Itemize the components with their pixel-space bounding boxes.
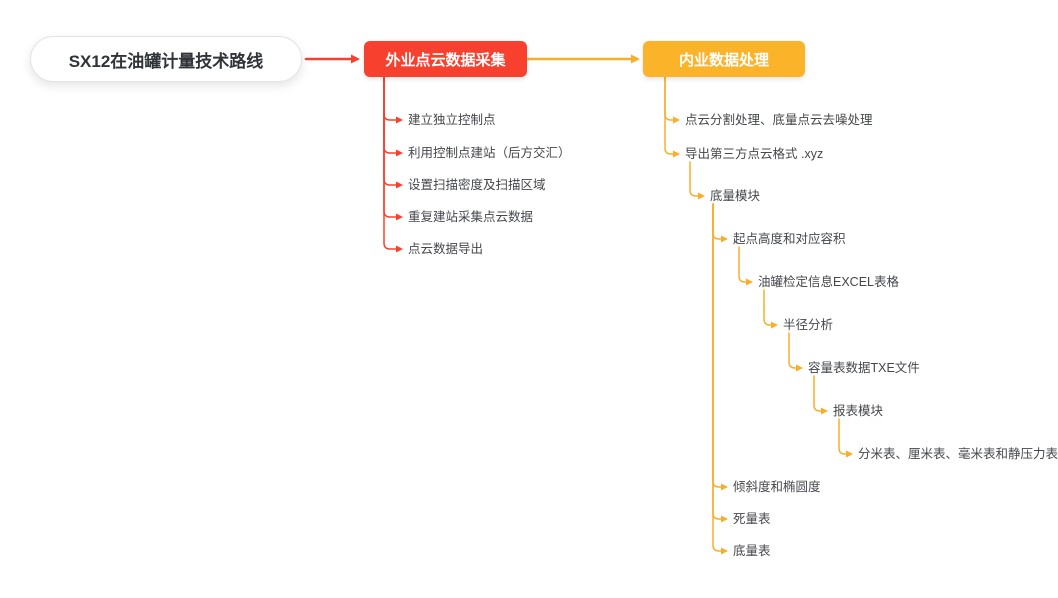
field-branch-connectors	[383, 76, 403, 253]
office-branch-connectors	[664, 76, 853, 555]
topic-station-setup-resection[interactable]: 利用控制点建站（后方交汇）	[408, 146, 571, 160]
topic-capacity-table-txe[interactable]: 容量表数据TXE文件	[808, 361, 920, 375]
stage-office-processing[interactable]: 内业数据处理	[643, 41, 805, 77]
topic-bottom-volume-module[interactable]: 底量模块	[710, 189, 761, 203]
topic-set-scan-density-area[interactable]: 设置扫描密度及扫描区域	[408, 178, 546, 192]
topic-pointcloud-segmentation-denoise[interactable]: 点云分割处理、底量点云去噪处理	[685, 113, 873, 127]
topic-bottom-volume-table[interactable]: 底量表	[733, 544, 771, 558]
root-topic[interactable]: SX12在油罐计量技术路线	[30, 36, 302, 82]
topic-report-module[interactable]: 报表模块	[833, 404, 884, 418]
topic-start-height-volume[interactable]: 起点高度和对应容积	[733, 232, 846, 246]
topic-export-xyz-format[interactable]: 导出第三方点云格式 .xyz	[685, 147, 824, 161]
topic-tank-calibration-excel[interactable]: 油罐检定信息EXCEL表格	[758, 275, 899, 289]
topic-radius-analysis[interactable]: 半径分析	[783, 318, 834, 332]
topic-dm-cm-mm-static-pressure-tables[interactable]: 分米表、厘米表、毫米表和静压力表	[858, 447, 1058, 461]
topic-repeat-station-collect-pointcloud[interactable]: 重复建站采集点云数据	[408, 210, 534, 224]
topic-dead-volume-table[interactable]: 死量表	[733, 512, 771, 526]
topic-export-pointcloud-data[interactable]: 点云数据导出	[408, 242, 484, 256]
topic-establish-independent-control-points[interactable]: 建立独立控制点	[408, 113, 496, 127]
topic-inclination-ellipticity[interactable]: 倾斜度和椭圆度	[733, 480, 821, 494]
stage-field-collection[interactable]: 外业点云数据采集	[364, 41, 527, 77]
